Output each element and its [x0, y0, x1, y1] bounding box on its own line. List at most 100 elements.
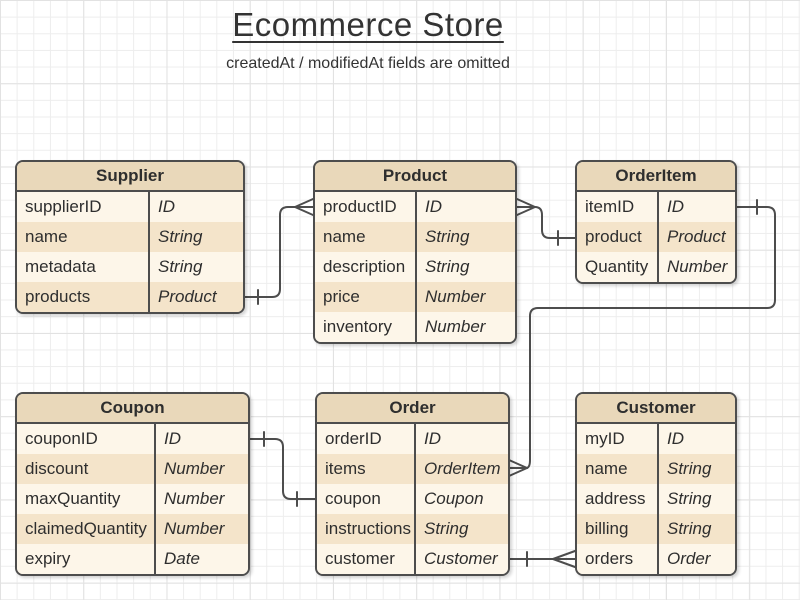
entity-field-row: address String [577, 484, 735, 514]
field-type: ID [667, 197, 684, 216]
entity-field-row: expiry Date [17, 544, 248, 574]
entity-title: Customer [577, 394, 735, 424]
entity-field-row: inventory Number [315, 312, 515, 342]
field-name: coupon [317, 484, 416, 514]
field-name: itemID [577, 192, 659, 222]
field-name: discount [17, 454, 156, 484]
relationship-stroke [526, 206, 776, 469]
entity-field-row: product Product [577, 222, 735, 252]
field-name: instructions [317, 514, 416, 544]
entity-field-row: couponID ID [17, 424, 248, 454]
relationship-stroke [516, 198, 536, 208]
diagram-title: Ecommerce Store [232, 6, 504, 43]
field-name: expiry [17, 544, 156, 574]
field-name: supplierID [17, 192, 150, 222]
relationship-stroke [249, 438, 316, 500]
field-type: Number [164, 459, 225, 478]
field-type: ID [424, 429, 441, 448]
entity-field-row: maxQuantity Number [17, 484, 248, 514]
entity-field-row: instructions String [317, 514, 508, 544]
relationship-coupon-order[interactable] [249, 431, 316, 507]
entity-rows: supplierID ID name String metadata Strin… [17, 192, 243, 312]
field-name: name [577, 454, 659, 484]
entity-field-row: billing String [577, 514, 735, 544]
field-name: billing [577, 514, 659, 544]
entity-title: Coupon [17, 394, 248, 424]
field-name: description [315, 252, 417, 282]
field-name: address [577, 484, 659, 514]
relationship-stroke [244, 206, 296, 298]
relationship-stroke [294, 198, 314, 208]
relationship-stroke [508, 467, 528, 477]
entity-rows: myID ID name String address String billi… [577, 424, 735, 574]
entity-title: OrderItem [577, 162, 735, 192]
field-type: Customer [424, 549, 498, 568]
field-type: Number [425, 317, 486, 336]
field-type: String [425, 227, 470, 246]
entity-rows: orderID ID items OrderItem coupon Coupon… [317, 424, 508, 574]
relationship-stroke [294, 206, 314, 216]
entity-field-row: coupon Coupon [317, 484, 508, 514]
field-type: String [425, 257, 470, 276]
field-type: String [158, 227, 203, 246]
field-type: Number [164, 489, 225, 508]
field-name: name [17, 222, 150, 252]
field-name: product [577, 222, 659, 252]
field-type: Number [425, 287, 486, 306]
relationship-supplier-product[interactable] [244, 198, 314, 305]
entity-rows: productID ID name String description Str… [315, 192, 515, 342]
field-type: String [667, 489, 712, 508]
field-name: claimedQuantity [17, 514, 156, 544]
field-name: couponID [17, 424, 156, 454]
field-name: price [315, 282, 417, 312]
field-name: customer [317, 544, 416, 574]
field-type: ID [667, 429, 684, 448]
field-type: Number [667, 257, 728, 276]
entity-field-row: description String [315, 252, 515, 282]
field-type: String [424, 519, 469, 538]
entity-field-row: myID ID [577, 424, 735, 454]
field-name: items [317, 454, 416, 484]
entity-title: Order [317, 394, 508, 424]
field-type: ID [164, 429, 181, 448]
entity-field-row: itemID ID [577, 192, 735, 222]
entity-field-row: claimedQuantity Number [17, 514, 248, 544]
entity-orderitem[interactable]: OrderItem itemID ID product Product Quan… [575, 160, 737, 284]
entity-field-row: Quantity Number [577, 252, 735, 282]
entity-field-row: name String [577, 454, 735, 484]
entity-field-row: name String [17, 222, 243, 252]
entity-rows: couponID ID discount Number maxQuantity … [17, 424, 248, 574]
relationship-orderitem-order[interactable] [508, 199, 776, 477]
relationship-stroke [552, 558, 576, 568]
relationship-stroke [508, 459, 528, 469]
entity-rows: itemID ID product Product Quantity Numbe… [577, 192, 735, 282]
field-name: orderID [317, 424, 416, 454]
relationship-stroke [534, 206, 576, 239]
field-type: Number [164, 519, 225, 538]
entity-product[interactable]: Product productID ID name String descrip… [313, 160, 517, 344]
relationship-stroke [516, 206, 536, 216]
entity-field-row: customer Customer [317, 544, 508, 574]
field-type: String [158, 257, 203, 276]
field-name: maxQuantity [17, 484, 156, 514]
entity-supplier[interactable]: Supplier supplierID ID name String metad… [15, 160, 245, 314]
relationship-product-orderitem[interactable] [516, 198, 576, 246]
relationship-order-customer[interactable] [509, 550, 576, 568]
entity-title: Product [315, 162, 515, 192]
field-name: productID [315, 192, 417, 222]
entity-coupon[interactable]: Coupon couponID ID discount Number maxQu… [15, 392, 250, 576]
field-name: name [315, 222, 417, 252]
entity-customer[interactable]: Customer myID ID name String address Str… [575, 392, 737, 576]
field-type: Coupon [424, 489, 484, 508]
entity-field-row: price Number [315, 282, 515, 312]
field-type: Date [164, 549, 200, 568]
field-name: myID [577, 424, 659, 454]
field-name: products [17, 282, 150, 312]
entity-field-row: metadata String [17, 252, 243, 282]
entity-field-row: orderID ID [317, 424, 508, 454]
field-type: OrderItem [424, 459, 501, 478]
entity-field-row: products Product [17, 282, 243, 312]
entity-order[interactable]: Order orderID ID items OrderItem coupon … [315, 392, 510, 576]
diagram-subtitle: createdAt / modifiedAt fields are omitte… [226, 55, 510, 72]
